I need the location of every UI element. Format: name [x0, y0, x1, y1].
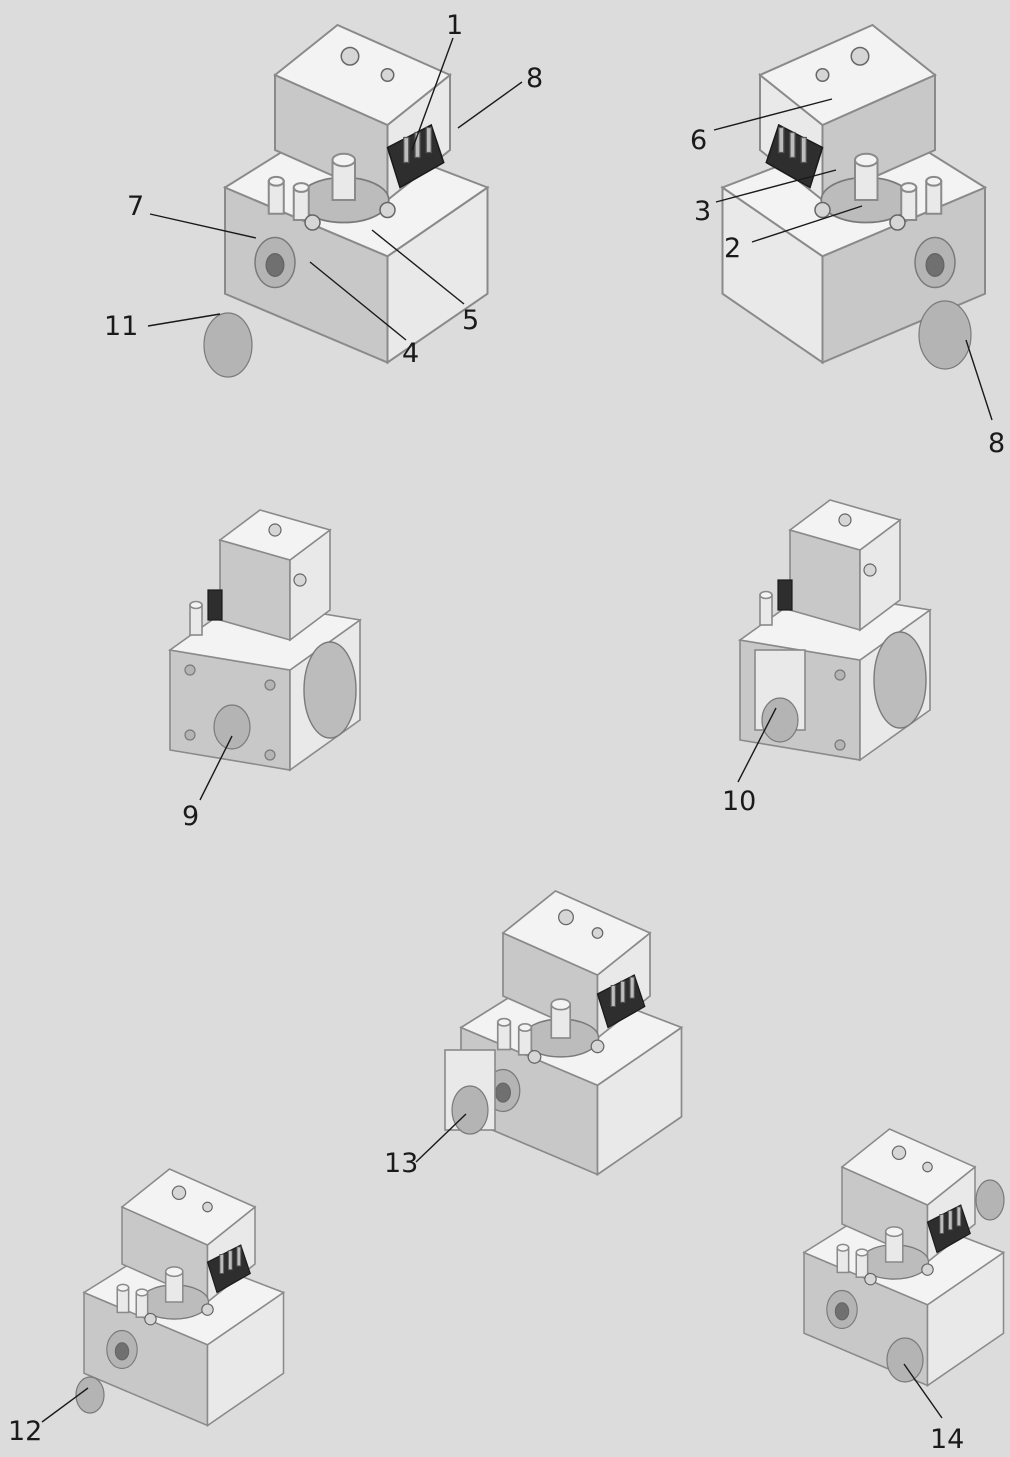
valve-view-center: [444, 890, 683, 1176]
valve-view-bottom-right: [803, 1128, 1005, 1387]
callout-labels: 1 8 7 11 4 5 6 3 2 8 9 10 13 12 14: [8, 10, 1005, 1455]
callout-5: 5: [462, 305, 479, 336]
valve-view-top-left: [203, 24, 489, 378]
leader-lines: [41, 37, 993, 1423]
callout-12: 12: [8, 1416, 42, 1447]
callout-10: 10: [722, 786, 756, 817]
valve-view-middle-right: [739, 499, 931, 761]
callout-9: 9: [182, 801, 199, 832]
callout-8-top: 8: [526, 63, 543, 94]
valve-view-middle-left: [169, 509, 361, 771]
callout-7: 7: [127, 191, 144, 222]
callout-11: 11: [104, 311, 138, 342]
callout-13: 13: [384, 1148, 418, 1179]
callout-14: 14: [930, 1424, 964, 1455]
callout-4: 4: [402, 338, 419, 369]
callout-2: 2: [724, 233, 741, 264]
callout-1: 1: [446, 10, 463, 41]
valve-view-bottom-left: [75, 1168, 285, 1427]
callout-8-right: 8: [988, 428, 1005, 459]
valve-view-top-right: [721, 24, 986, 370]
callout-6: 6: [690, 125, 707, 156]
callout-3: 3: [694, 196, 711, 227]
